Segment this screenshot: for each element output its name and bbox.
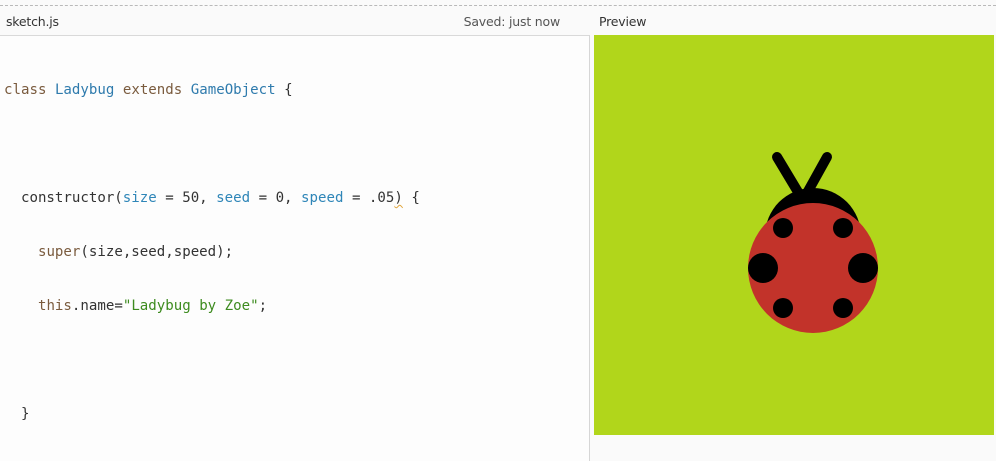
preview-label: Preview	[599, 14, 647, 29]
code-line-blank	[4, 135, 445, 153]
save-status: Saved: just now	[463, 14, 561, 29]
code-line: this.name="Ladybug by Zoe";	[37, 298, 268, 314]
preview-header: Preview	[590, 6, 996, 35]
code-line: super(size,seed,speed);	[37, 244, 234, 260]
top-border	[0, 5, 996, 6]
ladybug-sketch	[748, 152, 878, 333]
code-line-blank	[4, 351, 445, 369]
code-line: }	[4, 406, 30, 422]
code-content[interactable]: class Ladybug extends GameObject { const…	[4, 45, 445, 461]
file-name-tab[interactable]: sketch.js	[6, 14, 59, 29]
code-line: class Ladybug extends GameObject {	[4, 82, 293, 98]
code-line: constructor(size = 50, seed = 0, speed =…	[4, 190, 420, 206]
preview-canvas[interactable]	[594, 35, 994, 435]
code-editor[interactable]: class Ladybug extends GameObject { const…	[0, 35, 590, 461]
ladybug-spots	[748, 218, 878, 318]
lint-warning[interactable]: )	[394, 190, 403, 206]
editor-header: sketch.js Saved: just now	[0, 6, 590, 35]
